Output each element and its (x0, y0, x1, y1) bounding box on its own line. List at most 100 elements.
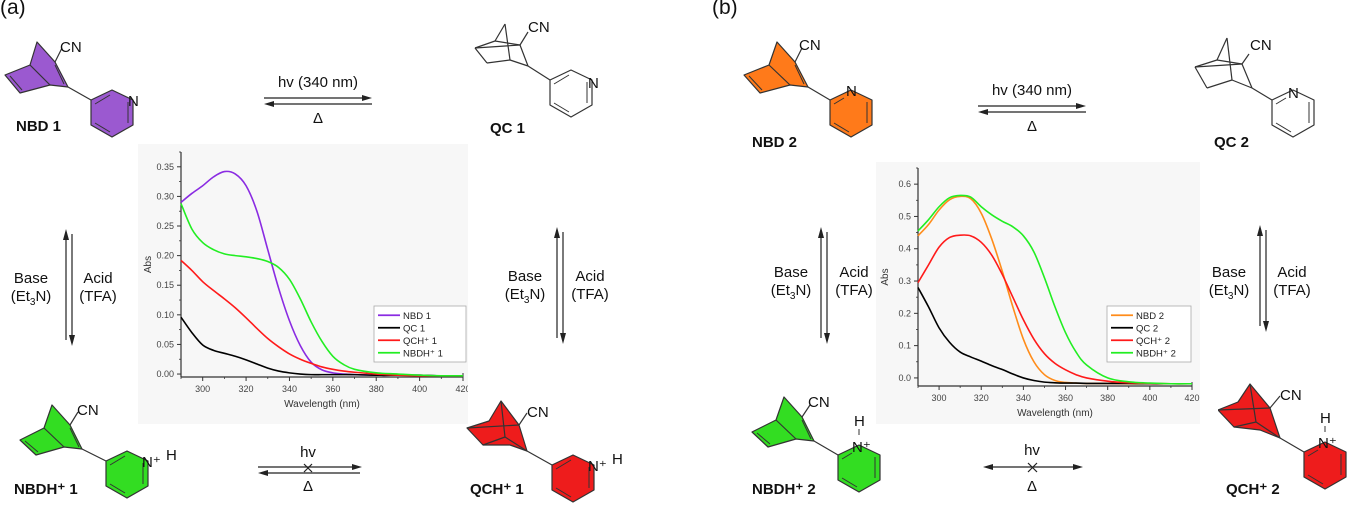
x-tick-label: 320 (974, 393, 989, 403)
y-tick-label: 0.2 (898, 308, 911, 318)
series-line-qc-2 (917, 287, 1192, 385)
arrow-bottom-b-below: Δ (1026, 478, 1038, 495)
nbd2-cn-label: CN (799, 37, 821, 54)
y-tick-label: 0.30 (156, 191, 174, 201)
nbdh1-structure: CN N⁺ H (19, 402, 177, 499)
qc1-structure: CN N (474, 19, 599, 118)
arrow-left-b-base: Base (Et3N) (762, 264, 820, 306)
base-reagent-sub: 3 (789, 291, 796, 302)
base-reagent-sub: 3 (29, 297, 36, 308)
base-reagent-sub: 3 (1227, 291, 1234, 302)
nbd1-structure: CN N (4, 39, 139, 138)
acid-reagent: (TFA) (1273, 282, 1311, 299)
arrow-left-b-acid: Acid (TFA) (830, 264, 878, 300)
qch2-n-label: N⁺ (1318, 435, 1337, 452)
y-tick-label: 0.5 (898, 211, 911, 221)
base-reagent-a: (Et (770, 282, 790, 299)
nbd1-n-label: N (128, 93, 139, 110)
panel-b-label: (b) (712, 0, 738, 19)
nbdh2-cn-label: CN (808, 394, 830, 411)
qc1-cn-label: CN (528, 19, 550, 36)
acid-label: Acid (839, 264, 869, 281)
x-tick-label: 320 (239, 384, 254, 394)
arrow-right-a-base: Base (Et3N) (496, 268, 554, 310)
arrow-bottom-b-above: hv (1024, 442, 1040, 459)
arrow-left-a-base: Base (Et3N) (2, 270, 60, 312)
vertical-equilibrium-arrow-icon (554, 227, 566, 344)
vertical-equilibrium-arrow-icon (1257, 225, 1269, 332)
y-tick-label: 0.35 (156, 162, 174, 172)
qch2-h-label: H (1320, 410, 1331, 427)
qch2-structure: CN N⁺ H (1218, 383, 1347, 490)
x-tick-label: 420 (455, 384, 468, 394)
arrow-top-a-below: Δ (312, 110, 324, 127)
x-tick-label: 360 (325, 384, 340, 394)
qch1-h-label: H (612, 451, 623, 468)
base-reagent-a: (Et (10, 288, 30, 305)
acid-reagent: (TFA) (835, 282, 873, 299)
vertical-equilibrium-arrow-icon (63, 229, 75, 346)
y-tick-label: 0.0 (898, 373, 911, 383)
acid-label: Acid (83, 270, 113, 287)
series-line-qch-1 (180, 259, 463, 377)
base-reagent-a: (Et (1208, 282, 1228, 299)
x-tick-label: 340 (1016, 393, 1031, 403)
equilibrium-arrow-icon (264, 95, 372, 107)
base-reagent-b: N) (35, 288, 52, 305)
acid-reagent: (TFA) (79, 288, 117, 305)
vertical-equilibrium-arrow-icon (818, 227, 830, 344)
acid-label: Acid (1277, 264, 1307, 281)
equilibrium-arrow-icon (978, 103, 1086, 115)
series-line-nbdh-1 (180, 203, 464, 377)
base-reagent: (Et3N) (496, 286, 554, 310)
blocked-bidirectional-arrow-icon (983, 462, 1083, 473)
legend-label: QC 1 (403, 323, 425, 334)
base-reagent: (Et3N) (2, 288, 60, 312)
arrow-right-b-acid: Acid (TFA) (1268, 264, 1316, 300)
x-tick-label: 420 (1184, 393, 1199, 403)
series-line-qch-2 (917, 234, 1193, 385)
y-tick-label: 0.05 (156, 339, 174, 349)
panel-a-label: (a) (0, 0, 26, 19)
legend-label: QCH⁺ 1 (403, 336, 437, 347)
legend-label: QCH⁺ 2 (1136, 336, 1170, 347)
x-tick-label: 380 (1100, 393, 1115, 403)
y-tick-label: 0.10 (156, 310, 174, 320)
y-tick-label: 0.20 (156, 251, 174, 261)
qc2-label: QC 2 (1214, 134, 1250, 151)
qch2-cn-label: CN (1280, 387, 1302, 404)
nbdh2-structure: CN N⁺ H (751, 394, 881, 493)
nbdh1-n-label: N⁺ (142, 454, 161, 471)
blocked-equilibrium-arrow-icon (258, 463, 362, 476)
nbd1-label: NBD 1 (16, 118, 62, 135)
y-tick-label: 0.25 (156, 221, 174, 231)
legend-label: NBDH⁺ 1 (403, 348, 443, 359)
base-reagent-b: N) (795, 282, 812, 299)
arrow-bottom-a-above: hv (300, 444, 316, 461)
base-reagent-b: N) (529, 286, 546, 303)
absorbance-chart-a: 3003203403603804004200.000.050.100.150.2… (138, 144, 468, 424)
qc2-n-label: N (1288, 85, 1299, 102)
base-label: Base (1211, 264, 1247, 281)
nbd2-n-label: N (846, 83, 857, 100)
acid-label: Acid (575, 268, 605, 285)
nbdh1-label: NBDH⁺ 1 (14, 481, 78, 498)
nbd2-structure: CN N (743, 37, 873, 138)
base-reagent-sub: 3 (523, 295, 530, 306)
qch1-structure: CN N⁺ H (466, 400, 623, 503)
legend-label: NBD 2 (1136, 311, 1164, 322)
nbdh2-label: NBDH⁺ 2 (752, 481, 816, 498)
base-reagent-b: N) (1233, 282, 1250, 299)
y-axis-label: Abs (143, 256, 154, 273)
nbd1-bicycle (4, 41, 69, 94)
nbd2-label: NBD 2 (752, 134, 798, 151)
x-axis-label: Wavelength (nm) (1017, 408, 1093, 419)
qch1-cn-label: CN (527, 404, 549, 421)
y-tick-label: 0.1 (898, 341, 911, 351)
y-tick-label: 0.15 (156, 280, 174, 290)
qc2-structure: CN N (1194, 37, 1315, 138)
qc1-label: QC 1 (490, 120, 526, 137)
